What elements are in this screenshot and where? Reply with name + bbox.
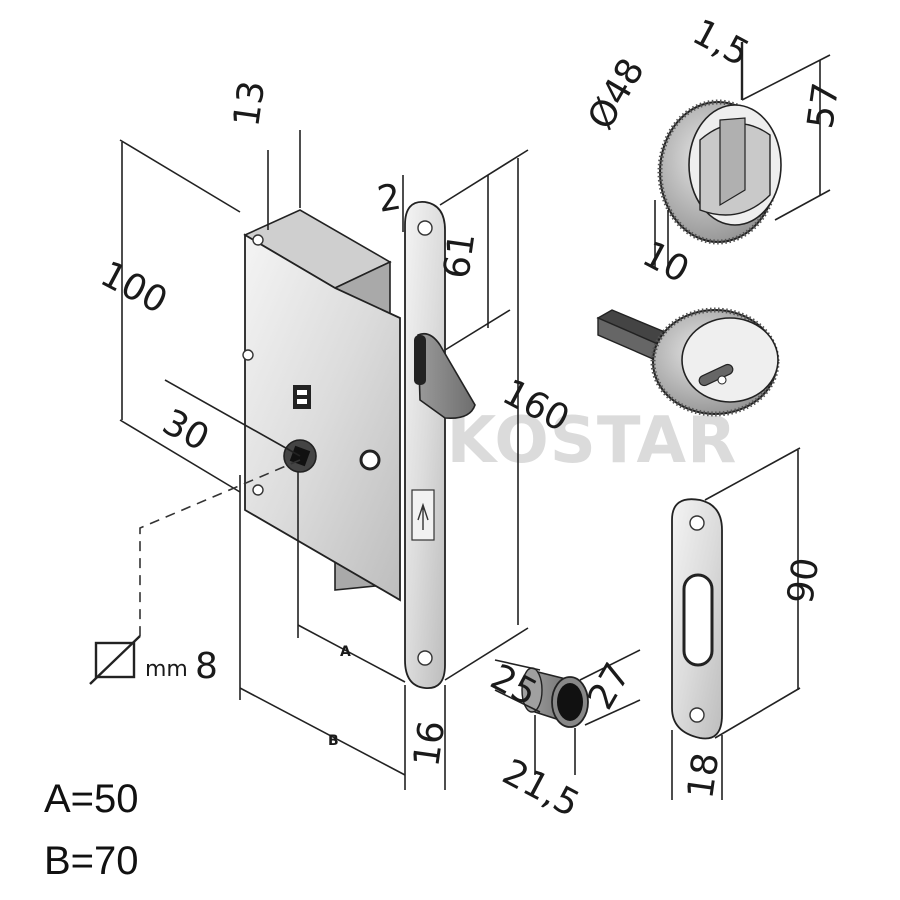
dim-90: 90 bbox=[780, 555, 827, 606]
cup-dimension-lines bbox=[494, 649, 641, 775]
dim-2: 2 bbox=[374, 177, 404, 221]
dim-10: 10 bbox=[636, 234, 696, 292]
dim-diameter-48: Ø48 bbox=[580, 52, 653, 137]
rose-pull-top bbox=[657, 99, 782, 245]
spindle-unit: mm bbox=[145, 657, 188, 682]
strike-plate bbox=[671, 498, 723, 740]
dim-13: 13 bbox=[226, 78, 273, 129]
dim-a-letter: A bbox=[340, 644, 351, 660]
dim-57: 57 bbox=[800, 80, 847, 131]
dim-b-letter: B bbox=[328, 733, 339, 749]
lock-body bbox=[242, 209, 401, 602]
lock-dimension-lines bbox=[89, 130, 529, 790]
dim-21-5: 21,5 bbox=[496, 752, 586, 826]
dim-27: 27 bbox=[580, 656, 638, 716]
faceplate bbox=[404, 201, 476, 689]
dim-1-5: 1,5 bbox=[686, 12, 756, 75]
legend-a: A=50 bbox=[44, 777, 139, 821]
dim-16: 16 bbox=[406, 718, 453, 769]
legend-b: B=70 bbox=[44, 839, 139, 883]
dim-30: 30 bbox=[156, 402, 216, 460]
cup-bushing bbox=[521, 667, 589, 728]
dim-18: 18 bbox=[680, 750, 727, 801]
strike-dimension-lines bbox=[671, 447, 801, 800]
rose-turn-with-spindle bbox=[596, 307, 780, 417]
dim-61: 61 bbox=[436, 230, 483, 281]
spindle-size: 8 bbox=[195, 646, 218, 687]
dim-100: 100 bbox=[94, 254, 174, 322]
rose-dimension-lines bbox=[654, 42, 831, 268]
